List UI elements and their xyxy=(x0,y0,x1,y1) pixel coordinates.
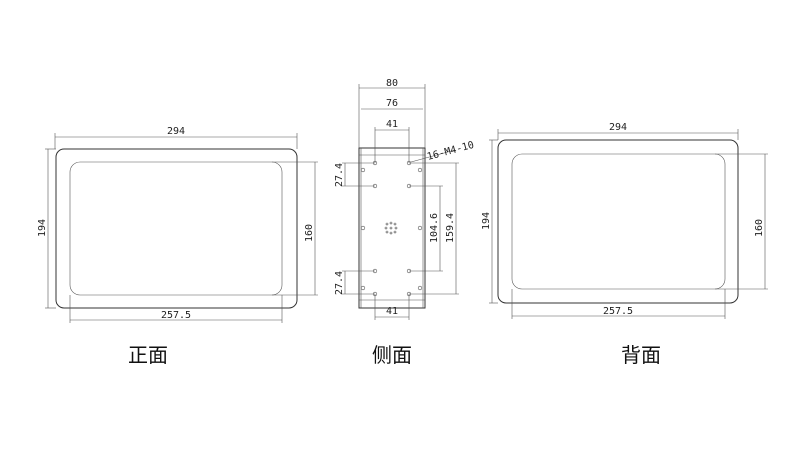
back-panel xyxy=(511,153,726,290)
front-screen xyxy=(69,161,283,296)
vent-icon xyxy=(384,221,398,235)
side-body xyxy=(358,147,426,309)
side-view: 80 76 41 41 16-M4-10 27.4 27.4 104.6 1 xyxy=(334,78,475,367)
back-height-dim: 194 xyxy=(481,212,492,230)
front-width-dim: 294 xyxy=(167,126,185,137)
side-depth-outer-dim: 80 xyxy=(386,78,398,89)
side-pitch-bottom-dim: 27.4 xyxy=(334,271,345,295)
side-outer-span-dim: 159.4 xyxy=(445,213,456,243)
front-screen-width-dim: 257.5 xyxy=(161,310,191,321)
front-view: 294 194 160 257.5 正面 xyxy=(37,126,318,367)
front-outer-frame xyxy=(55,148,298,309)
side-hole-spacing-bottom-dim: 41 xyxy=(386,306,398,317)
side-view-label: 侧面 xyxy=(372,343,412,367)
front-view-label: 正面 xyxy=(128,343,168,367)
back-view: 294 194 160 257.5 背面 xyxy=(481,122,768,367)
hole-callout: 16-M4-10 xyxy=(426,140,475,163)
side-hole-spacing-top-dim: 41 xyxy=(386,119,398,130)
back-panel-height-dim: 160 xyxy=(754,219,765,237)
front-height-dim: 194 xyxy=(37,219,48,237)
side-depth-inner-dim: 76 xyxy=(386,98,398,109)
front-screen-height-dim: 160 xyxy=(304,224,315,242)
side-inner-span-dim: 104.6 xyxy=(429,213,440,243)
side-pitch-top-dim: 27.4 xyxy=(334,163,345,187)
back-outer-frame xyxy=(497,139,739,304)
back-view-label: 背面 xyxy=(621,343,661,367)
back-width-dim: 294 xyxy=(609,122,627,133)
back-panel-width-dim: 257.5 xyxy=(603,306,633,317)
